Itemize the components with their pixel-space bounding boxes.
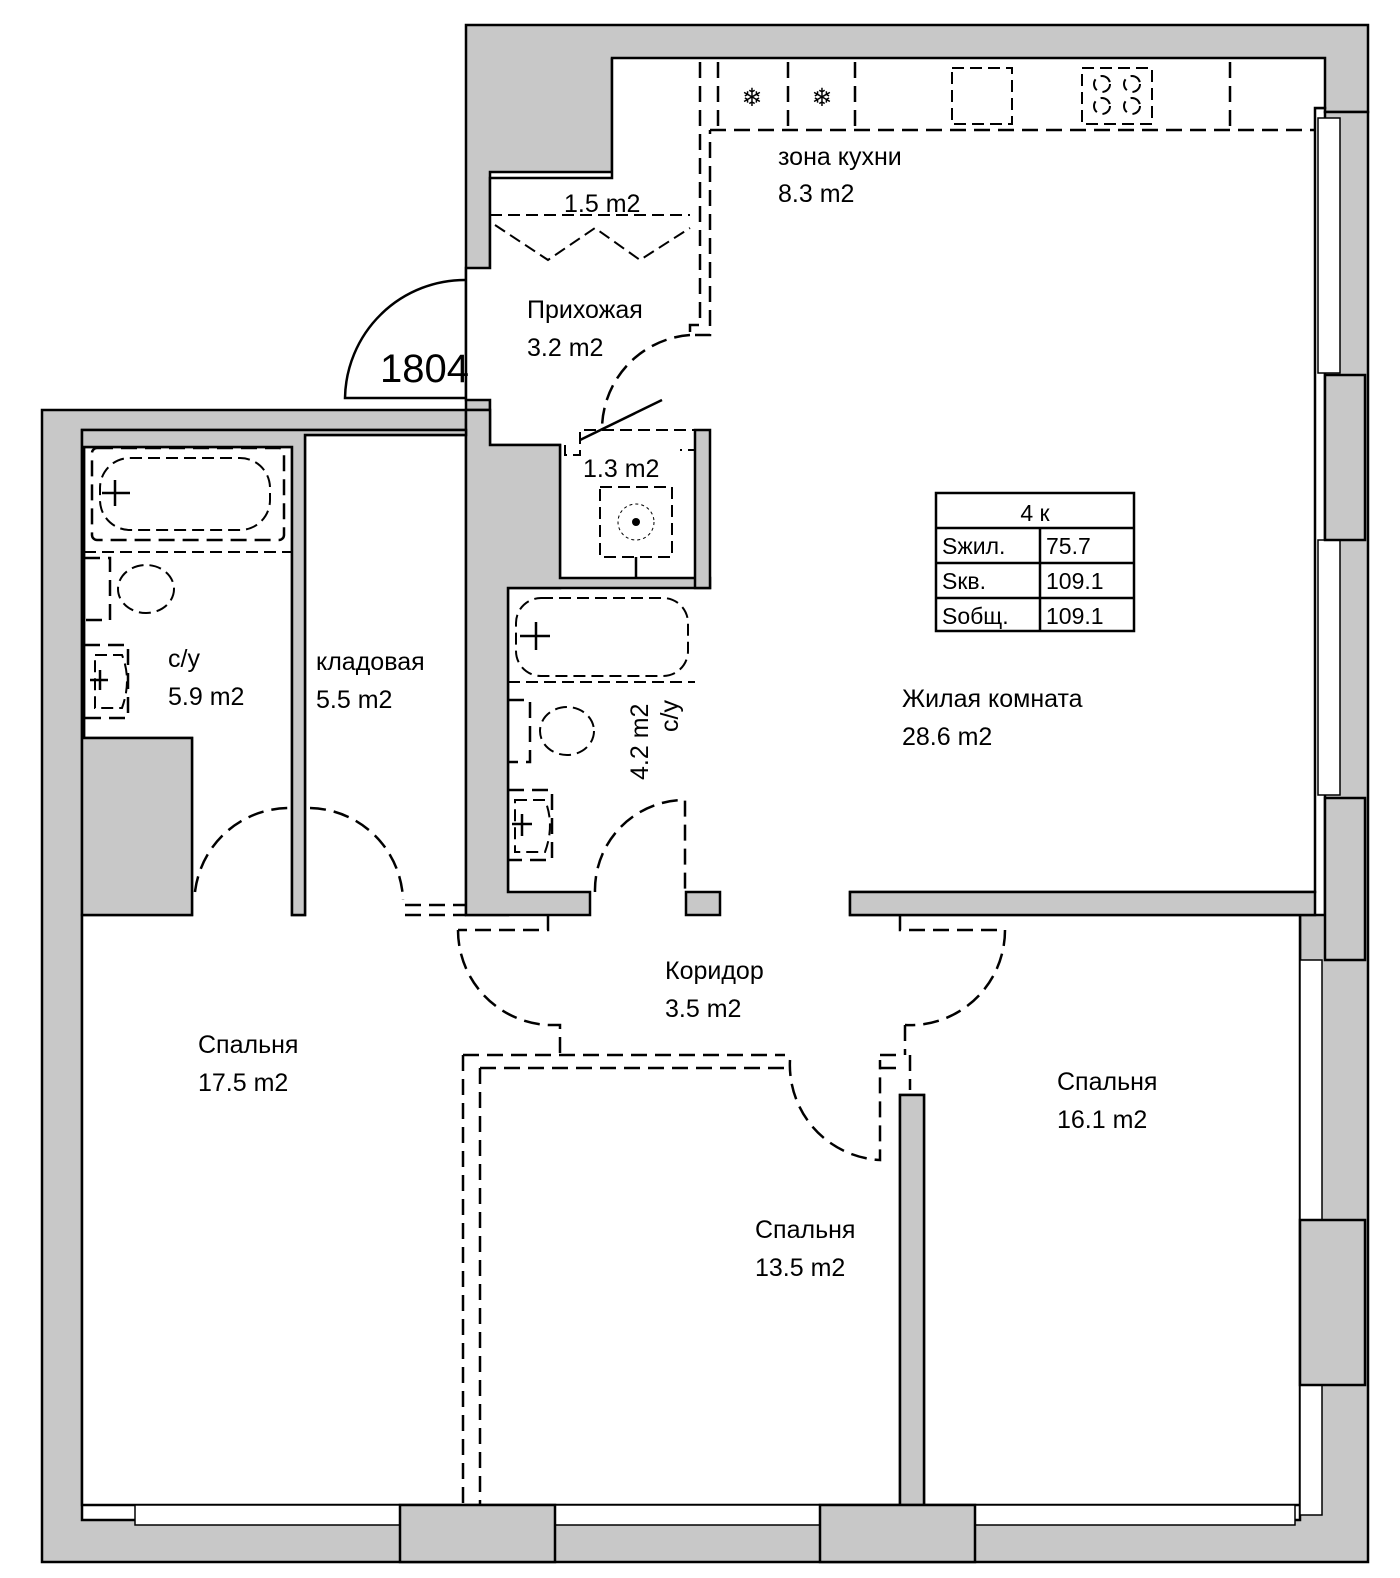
- summary-table: 4 к Sжил. 75.7 Sкв. 109.1 Sобщ. 109.1: [934, 491, 1136, 633]
- apartment-number: 1804: [380, 347, 469, 391]
- windows: [134, 117, 1367, 1564]
- fridge-icon: ❄: [742, 84, 763, 112]
- room-labels: зона кухни 8.3 m2 1.5 m2 Прихожая 3.2 m2…: [168, 143, 1157, 1282]
- summary-type: 4 к: [1020, 500, 1050, 526]
- interior-doors: [193, 798, 1007, 1162]
- bath1-name: с/у: [168, 645, 200, 673]
- bed3-area: 16.1 m2: [1057, 1106, 1147, 1134]
- summary-label-apartment: Sкв.: [942, 568, 986, 594]
- bed2-area: 13.5 m2: [755, 1254, 845, 1282]
- storage-name: кладовая: [316, 648, 425, 676]
- kitchen-area: 8.3 m2: [778, 180, 854, 208]
- summary-label-living: Sжил.: [942, 533, 1005, 559]
- room-floors: [80, 56, 1327, 1507]
- interior-walls: [80, 408, 1317, 1507]
- freezer-icon: ❄: [812, 84, 833, 112]
- partitions: [461, 1053, 912, 1505]
- kitchen-counter: ❄ ❄: [688, 62, 1315, 337]
- utility-closet: [564, 429, 696, 578]
- kitchen-name: зона кухни: [778, 143, 902, 171]
- summary-value-living: 75.7: [1046, 533, 1091, 559]
- storage-area: 5.5 m2: [316, 686, 392, 714]
- summary-value-apartment: 109.1: [1046, 568, 1104, 594]
- closet-doors: [490, 214, 691, 262]
- entrance-door: [343, 278, 691, 442]
- bed2-name: Спальня: [755, 1216, 855, 1244]
- bath2-area: 4.2 m2: [626, 704, 654, 780]
- bath2-fixtures: [508, 597, 695, 862]
- bed1-name: Спальня: [198, 1031, 298, 1059]
- bed3-name: Спальня: [1057, 1068, 1157, 1096]
- hallway-name: Прихожая: [527, 296, 643, 324]
- closet-hall-area: 1.5 m2: [564, 190, 640, 218]
- living-area: 28.6 m2: [902, 723, 992, 751]
- utility-area: 1.3 m2: [583, 455, 659, 483]
- summary-value-total: 109.1: [1046, 603, 1104, 629]
- bath1-fixtures: [84, 446, 292, 720]
- hallway-area: 3.2 m2: [527, 334, 603, 362]
- corridor-name: Коридор: [665, 957, 764, 985]
- bath1-area: 5.9 m2: [168, 683, 244, 711]
- bed1-area: 17.5 m2: [198, 1069, 288, 1097]
- bath2-name: с/у: [656, 700, 684, 732]
- summary-label-total: Sобщ.: [942, 603, 1009, 629]
- corridor-area: 3.5 m2: [665, 995, 741, 1023]
- living-name: Жилая комната: [902, 685, 1083, 713]
